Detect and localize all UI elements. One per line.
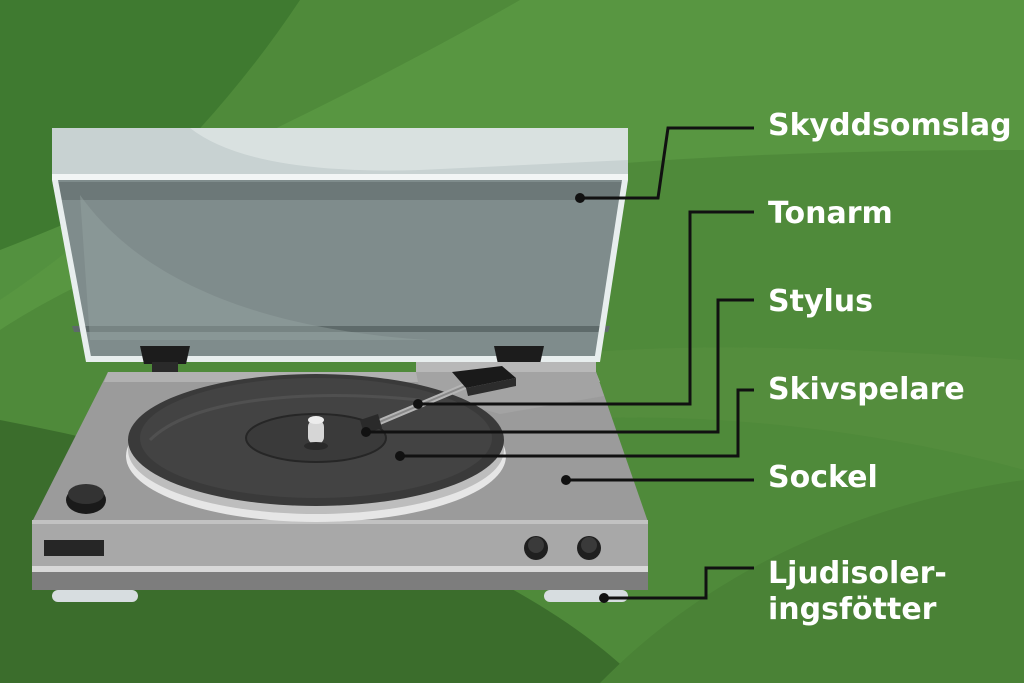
- platter: [126, 374, 506, 522]
- label-feet-line1: Ljudisoler-: [768, 556, 947, 591]
- dust-cover: [52, 128, 628, 362]
- leader-tonearm: [418, 210, 754, 406]
- leader-dots: [361, 193, 609, 603]
- label-feet-line2: ingsfötter: [768, 592, 937, 627]
- leader-platter: [400, 388, 754, 458]
- label-stylus: Stylus: [768, 284, 873, 319]
- label-tonearm: Tonarm: [768, 196, 893, 231]
- label-platter: Skivspelare: [768, 372, 965, 407]
- leader-stylus: [366, 298, 754, 434]
- label-dust-cover: Skyddsomslag: [768, 108, 1012, 143]
- leader-dust-cover: [580, 126, 754, 200]
- leader-lines: [366, 126, 754, 600]
- label-plinth: Sockel: [768, 460, 878, 495]
- leader-feet: [604, 566, 754, 600]
